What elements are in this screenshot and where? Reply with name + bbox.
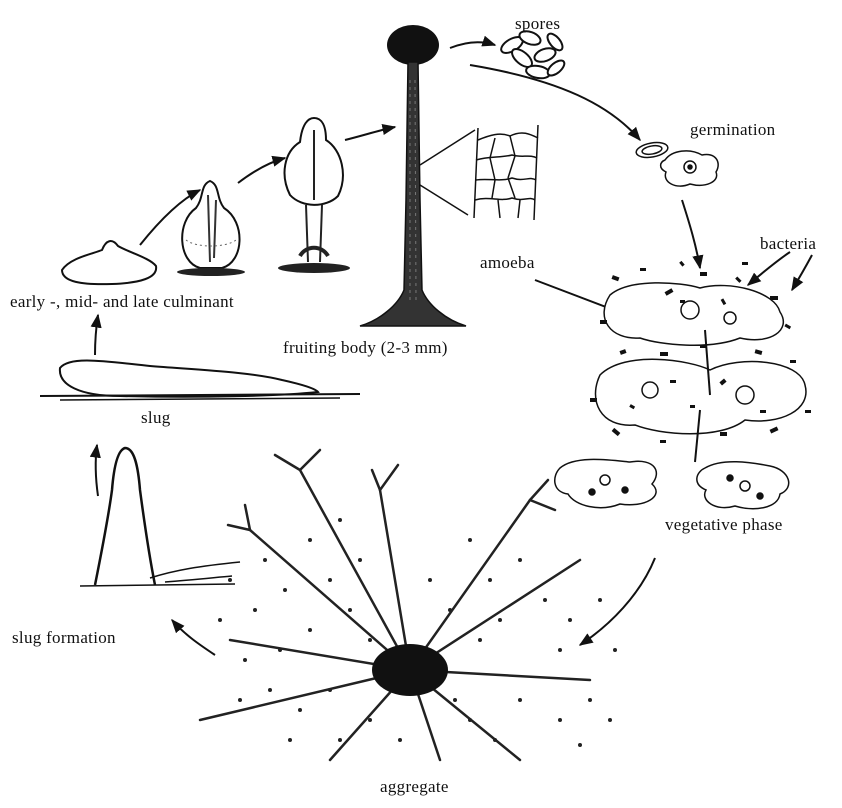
label-vegetative-phase: vegetative phase [665,515,783,535]
label-slug-formation: slug formation [12,628,116,648]
arrow-germination-to-amoeba [682,200,700,268]
arrow-bacteria-1 [748,252,790,285]
arrow-to-spores [450,42,495,48]
fruiting-body [360,25,466,326]
arrow-bacteria-2 [792,255,812,290]
arrow-culminant-2 [238,158,285,183]
slug-drawing [40,360,360,400]
label-slug: slug [141,408,171,428]
late-culminant [278,118,350,273]
aggregate-cells [218,518,617,747]
early-culminant-mound [62,241,156,284]
germinating-spore [635,140,718,186]
arrow-vegetative-to-aggregate [580,558,655,645]
arrow-slug-to-culminant [95,315,98,355]
label-fruiting-body: fruiting body (2-3 mm) [283,338,448,358]
amoebae-cluster [595,283,805,462]
aggregate-streams [200,450,590,760]
aggregate-center [372,644,448,696]
slug-formation-mound [80,448,240,586]
stalk-cells-inset [420,125,538,220]
arrow-spores-to-germination [470,65,640,140]
label-amoeba: amoeba [480,253,535,273]
label-culminant: early -, mid- and late culminant [10,292,234,312]
label-bacteria: bacteria [760,234,816,254]
label-spores: spores [515,14,560,34]
vegetative-amoebae [555,459,789,508]
arrow-aggregate-to-slug-formation [172,620,215,655]
label-aggregate: aggregate [380,777,449,797]
arrow-to-fruiting-body [345,127,395,140]
label-germination: germination [690,120,775,140]
mid-culminant [177,181,245,276]
arrow-slug-formation-to-slug [96,445,98,496]
